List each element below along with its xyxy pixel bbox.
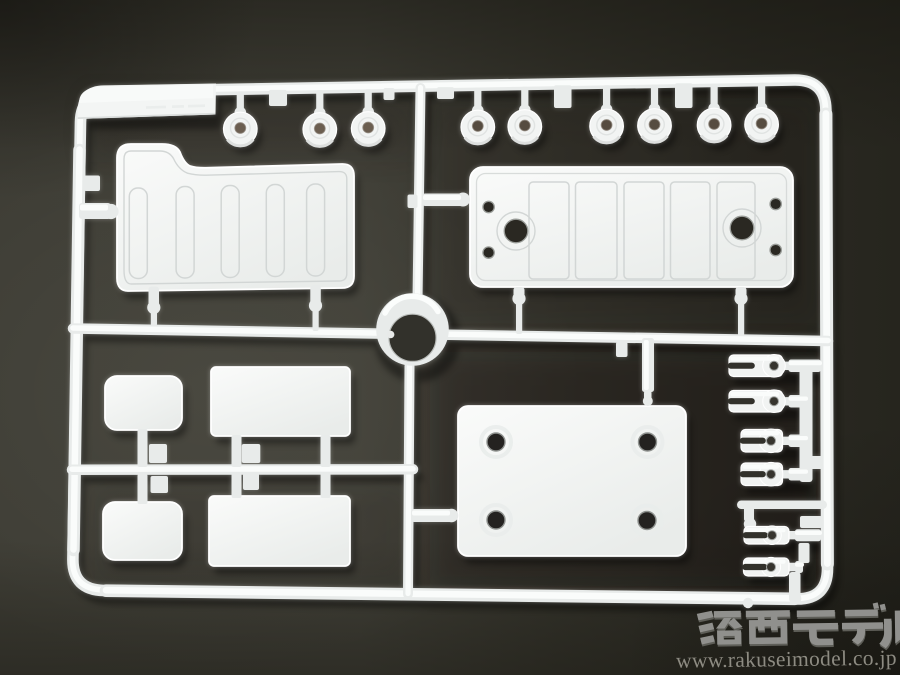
svg-text:www.rakuseimodel.co.jp: www.rakuseimodel.co.jp	[676, 646, 897, 673]
